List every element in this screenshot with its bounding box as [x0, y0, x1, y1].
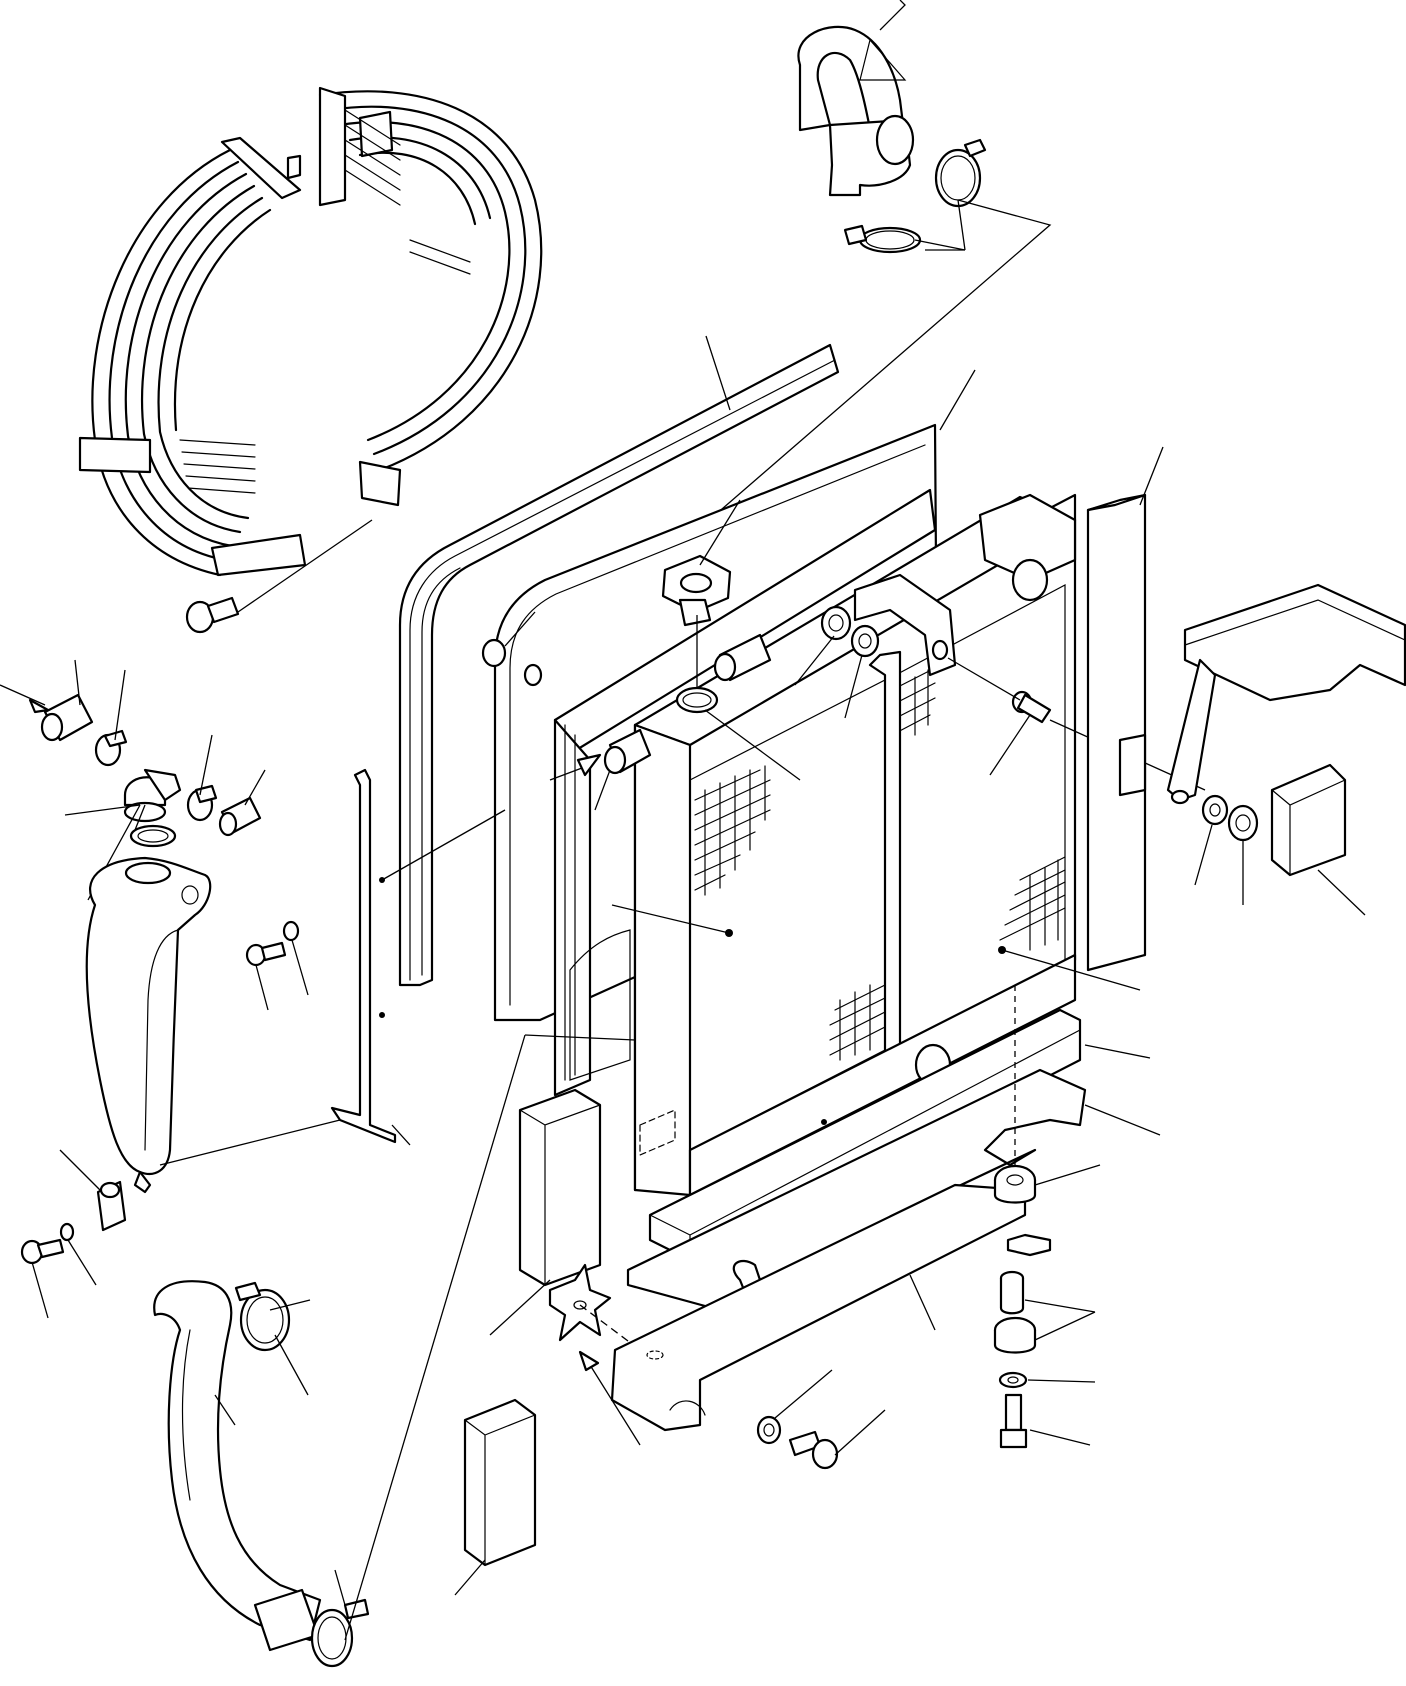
bolt-icon [788, 1430, 839, 1470]
hose-clamp-icon [234, 1281, 291, 1352]
tank-bracket-icon [330, 768, 397, 1144]
hose-clamp-icon [675, 686, 719, 714]
fastener-clip-icon [603, 728, 652, 775]
washer-icon [129, 824, 177, 848]
radiator-side-seal-icon [1086, 493, 1147, 972]
bolt-icon [999, 1393, 1028, 1449]
radiator-top-seal-icon [398, 343, 840, 987]
foam-block-icon [518, 1088, 602, 1287]
bolt-icon [20, 1238, 65, 1265]
rubber-mount-icon [999, 1270, 1025, 1315]
hose-clamp-icon [310, 1598, 370, 1668]
upper-hose-icon [797, 25, 915, 197]
fastener-clip-icon [548, 1263, 612, 1342]
rubber-mount-icon [993, 1164, 1037, 1204]
hose-clamp-icon [186, 784, 218, 822]
mounting-plate-icon [610, 1183, 1027, 1432]
hose-clamp-icon [843, 224, 922, 254]
fan-shroud-outer-ring-icon [78, 136, 307, 577]
tank-bracket-icon [1166, 583, 1406, 805]
washer-icon [756, 1415, 782, 1445]
bolt-icon [185, 596, 240, 634]
washer-icon [59, 1222, 75, 1242]
radiator-core-icon [633, 493, 1077, 1197]
hose-clamp-icon [934, 138, 987, 208]
fan-shroud-inner-ring-icon [318, 86, 543, 507]
filler-cap-icon [661, 554, 732, 627]
washer-icon [998, 1371, 1028, 1389]
fastener-clip-icon [96, 1180, 127, 1232]
filler-cap-icon [123, 768, 182, 823]
washer-icon [1201, 794, 1229, 826]
drain-plug-icon [1011, 690, 1052, 724]
foam-block-icon [463, 1398, 537, 1567]
bolt-icon [245, 941, 287, 967]
fastener-clip-icon [40, 693, 94, 742]
mounting-plate-icon [626, 1068, 1087, 1317]
expansion-tank-icon [85, 856, 212, 1194]
fastener-clip-icon [218, 796, 262, 837]
core-mesh-hatch [694, 667, 1066, 1061]
foam-block-icon [1270, 763, 1347, 877]
rubber-mount-icon [1227, 804, 1259, 842]
lower-hose-icon [153, 1280, 322, 1652]
rubber-mount-icon [993, 1316, 1037, 1354]
washer-icon [282, 920, 300, 942]
rubber-mount-icon [820, 605, 880, 658]
hose-clamp-icon [94, 729, 128, 767]
radiator-frame-icon [553, 488, 937, 1097]
